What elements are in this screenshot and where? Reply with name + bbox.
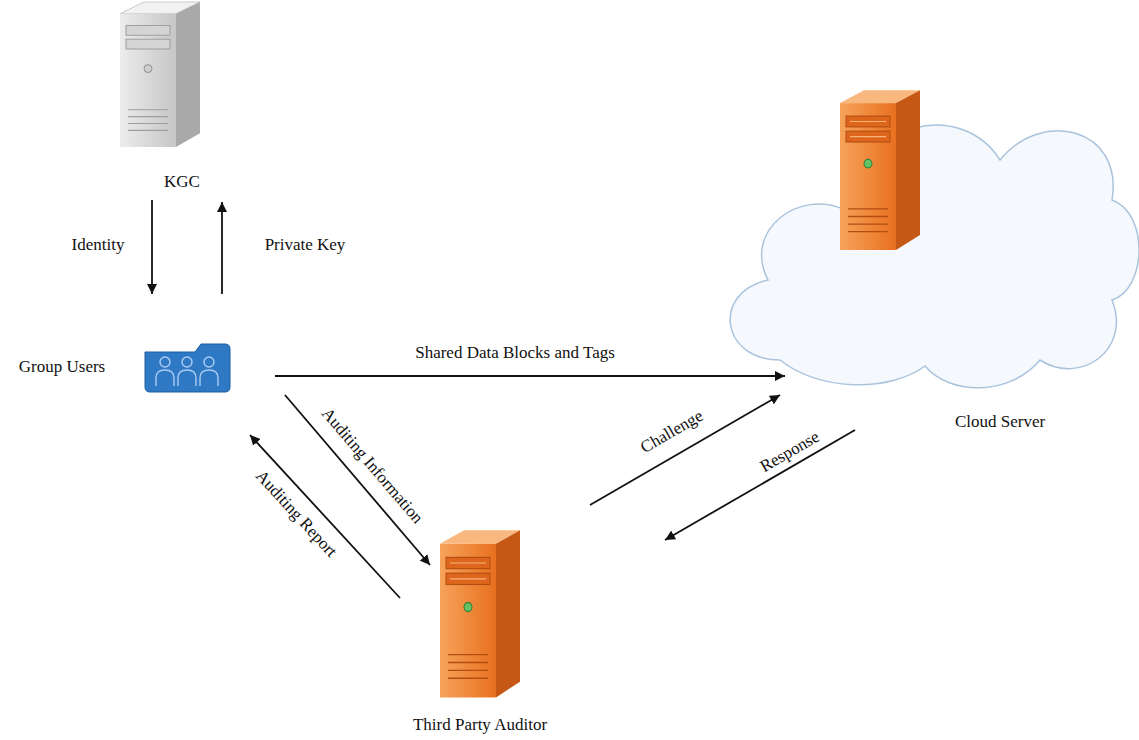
node-label-holder: Group Users <box>19 357 105 377</box>
group-users-icon <box>145 344 230 392</box>
node-label: Cloud Server <box>955 412 1045 431</box>
auditor-node: Third Party Auditor <box>390 525 580 737</box>
person-head <box>160 357 170 367</box>
edge-label: Auditing Information <box>318 404 427 527</box>
arrow-connector <box>665 430 855 540</box>
cloud-shape <box>730 125 1139 388</box>
node-label-holder: KGC <box>164 172 200 192</box>
cloud-server-icon <box>840 90 920 250</box>
auditor-server-icon <box>440 530 520 697</box>
edge-label: Private Key <box>265 235 346 254</box>
edge-label: Challenge <box>637 406 706 457</box>
node-label: Third Party Auditor <box>413 715 547 734</box>
arrow-connector <box>151 200 153 294</box>
person-body <box>156 370 174 386</box>
person-head <box>182 357 192 367</box>
arrow-connector <box>221 202 223 294</box>
cloud-server-node: Cloud Server <box>715 75 1139 437</box>
edge-label-holder: Auditing Report <box>251 466 341 561</box>
edge-label: Auditing Report <box>252 466 341 561</box>
person-head <box>204 357 214 367</box>
folder-shape <box>145 344 230 392</box>
node-label: KGC <box>164 172 200 191</box>
edge-label: Identity <box>72 235 125 254</box>
edge-label-holder: Auditing Information <box>317 404 427 528</box>
edge-label-holder: Private Key <box>265 235 346 255</box>
edge-label-holder: Response <box>757 427 824 477</box>
node-label-holder: Third Party Auditor <box>413 715 547 735</box>
edge-label-holder: Identity <box>72 235 125 255</box>
kgc-server-icon <box>120 2 200 147</box>
kgc-node: KGC <box>110 0 254 195</box>
edge-label: Response <box>757 427 823 476</box>
person-body <box>178 370 196 386</box>
edge-label-holder: Shared Data Blocks and Tags <box>415 343 615 363</box>
edge-label-holder: Challenge <box>637 406 707 458</box>
node-label-holder: Cloud Server <box>955 412 1045 432</box>
group-users-node: Group Users <box>8 340 233 395</box>
person-body <box>200 370 218 386</box>
arrow-connector <box>275 375 785 377</box>
arrow-connector <box>590 395 780 505</box>
node-label: Group Users <box>19 357 105 376</box>
edge-label: Shared Data Blocks and Tags <box>415 343 615 362</box>
